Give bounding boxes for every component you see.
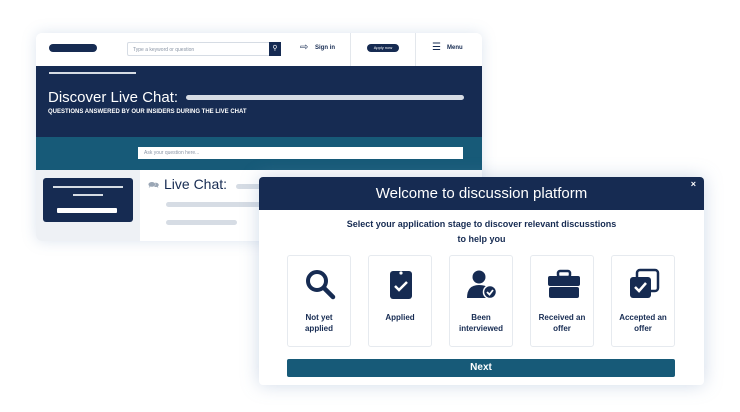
placeholder-bar — [236, 184, 276, 189]
stage-label: offer — [634, 324, 652, 333]
title-placeholder — [186, 95, 464, 100]
search-icon[interactable]: ⚲ — [269, 42, 281, 56]
stage-label: interviewed — [458, 324, 503, 333]
ask-input[interactable]: Ask your question here... — [138, 147, 463, 159]
chat-icon: 🗪 — [148, 180, 160, 190]
stage-label: Been — [471, 313, 491, 322]
welcome-modal: Welcome to discussion platform × Select … — [259, 177, 704, 385]
stage-applied[interactable]: Applied — [368, 255, 432, 347]
search-icon — [306, 270, 336, 300]
breadcrumb — [49, 72, 136, 74]
briefcase-icon — [548, 269, 580, 298]
sign-in-icon: ⇨ — [300, 42, 309, 53]
hero-band: Discover Live Chat: QUESTIONS ANSWERED B… — [36, 66, 482, 137]
close-icon[interactable]: × — [690, 179, 696, 189]
modal-title: Welcome to discussion platform — [259, 177, 704, 210]
site-header: Type a keyword or question ⚲ ⇨ Sign in A… — [36, 33, 482, 66]
logo[interactable] — [49, 44, 97, 52]
apply-button[interactable]: Apply now — [367, 44, 399, 52]
instruction-line: Select your application stage to discove… — [346, 219, 617, 229]
copy-check-icon — [630, 268, 660, 298]
divider — [350, 33, 351, 66]
user-check-icon — [467, 270, 498, 300]
modal-instruction: Select your application stage to discove… — [259, 217, 704, 247]
stage-not-yet-applied[interactable]: Not yet applied — [287, 255, 351, 347]
side-panel — [36, 170, 140, 241]
stage-accepted-offer[interactable]: Accepted an offer — [611, 255, 675, 347]
sign-in-link[interactable]: Sign in — [315, 45, 335, 51]
menu-link[interactable]: Menu — [447, 45, 463, 51]
stage-label: Received an — [538, 313, 586, 322]
clipboard-check-icon — [390, 271, 412, 299]
placeholder-bar — [166, 202, 266, 207]
search-input[interactable]: Type a keyword or question — [127, 42, 281, 56]
hero-subtitle: QUESTIONS ANSWERED BY OUR INSIDERS DURIN… — [48, 109, 247, 115]
stage-label: offer — [553, 324, 571, 333]
placeholder-bar — [166, 220, 237, 225]
stage-label: Not yet — [305, 313, 333, 322]
stage-been-interviewed[interactable]: Been interviewed — [449, 255, 513, 347]
divider — [415, 33, 416, 66]
next-button[interactable]: Next — [287, 359, 675, 377]
ask-band: Ask your question here... — [36, 137, 482, 170]
instruction-line: to help you — [457, 234, 506, 244]
stage-label: Accepted an — [619, 313, 667, 322]
stage-received-offer[interactable]: Received an offer — [530, 255, 594, 347]
menu-icon[interactable]: ☰ — [432, 42, 441, 53]
hero-title: Discover Live Chat: — [48, 89, 179, 106]
live-chat-title: Live Chat: — [164, 176, 228, 192]
stage-label: Applied — [385, 313, 415, 322]
stage-label: applied — [304, 324, 333, 333]
promo-card[interactable] — [43, 178, 133, 222]
background-page: Type a keyword or question ⚲ ⇨ Sign in A… — [36, 33, 482, 241]
